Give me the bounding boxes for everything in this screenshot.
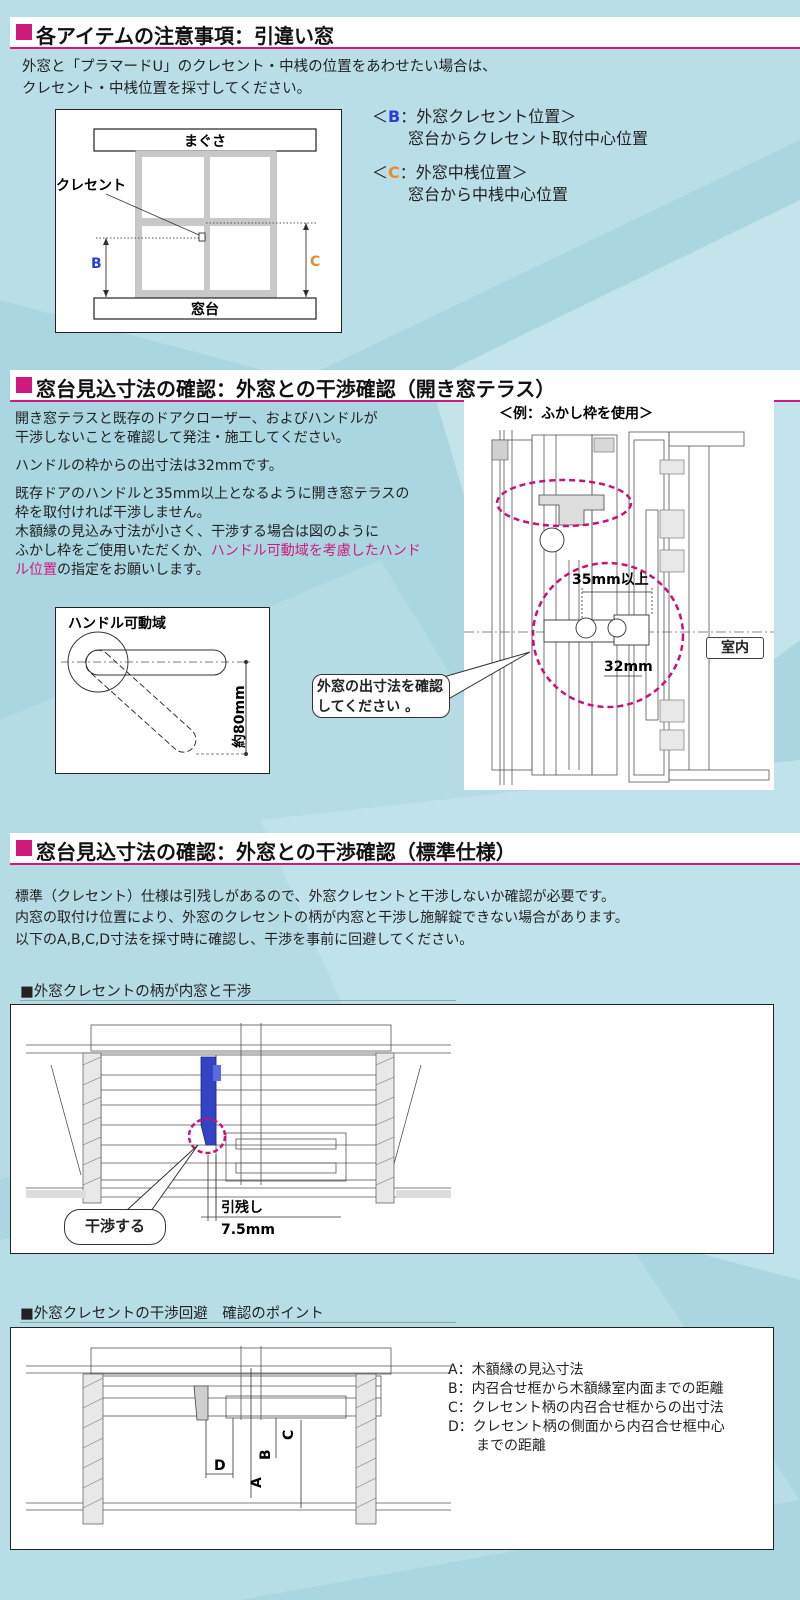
handle-position-highlight: ハンドル可動域を考慮したハンド xyxy=(210,543,421,559)
legend-b: B：内召合せ框から木額縁室内面までの距離 xyxy=(448,1381,724,1397)
s3-p-line2: 内窓の取付け位置により、外窓のクレセントの柄が内窓と干渉し施解錠できない場合があ… xyxy=(15,910,629,926)
s2-p1-line1: 開き窓テラスと既存のドアクローザー、およびハンドルが xyxy=(15,411,378,427)
madodai-label: 窓台 xyxy=(191,301,219,318)
dimension-legend: A：木額縁の見込寸法 B：内召合せ框から木額縁室内面までの距離 C：クレセント柄… xyxy=(448,1361,725,1456)
section2-title: 窓台見込寸法の確認：外窓との干渉確認（開き窓テラス） xyxy=(36,377,556,401)
interfere-callout: 干渉する xyxy=(64,1209,166,1245)
callout-check-protrusion: 外窓の出寸法を確認 してください 。 xyxy=(312,674,450,718)
section1-intro-line2: クレセント・中桟位置を採寸してください。 xyxy=(22,81,312,97)
section3-header: 窓台見込寸法の確認：外窓との干渉確認（標準仕様） xyxy=(10,833,800,865)
dim-c-label: C xyxy=(281,1430,297,1440)
legend-a: A：木額縁の見込寸法 xyxy=(448,1362,584,1378)
note-b-letter: B xyxy=(388,107,401,126)
room-interior-label: 室内 xyxy=(706,637,764,659)
section2-header: 窓台見込寸法の確認：外窓との干渉確認（開き窓テラス） xyxy=(10,370,800,402)
sub1-underline xyxy=(20,1000,456,1001)
section1-header: 各アイテムの注意事項：引違い窓 xyxy=(10,17,800,49)
hikinokoshi-label: 引残し xyxy=(221,1199,263,1216)
header-square-icon xyxy=(16,377,32,393)
note-c-letter: C xyxy=(388,163,400,182)
s2-p4-line2: ふかし枠をご使用いただくか、ハンドル可動域を考慮したハンド xyxy=(15,543,421,559)
fukashi-frame-drawing: ＜例：ふかし枠を使用＞ xyxy=(464,400,774,790)
check-points-drawing: D A B C xyxy=(10,1327,774,1550)
s2-p1-line2: 干渉しないことを確認して発注・施工してください。 xyxy=(15,430,350,446)
s2-p2: ハンドルの枠からの出寸法は32mmです。 xyxy=(15,458,283,474)
header-square-icon xyxy=(16,24,32,40)
hikinokoshi-dim-label: 7.5mm xyxy=(221,1222,275,1238)
sub1-title: ■外窓クレセントの柄が内窓と干渉 xyxy=(20,984,252,1000)
s2-p4-line1: 木額縁の見込み寸法が小さく、干渉する場合は図のように xyxy=(15,524,379,540)
dim-d-label: D xyxy=(214,1458,226,1474)
b-dimension-label: B xyxy=(91,256,102,272)
section1-title: 各アイテムの注意事項：引違い窓 xyxy=(36,24,334,48)
s2-p3-line1: 既存ドアのハンドルと35mm以上となるように開き窓テラスの xyxy=(15,486,410,502)
dim-32mm-label: 32mm xyxy=(604,659,653,675)
handle-80mm-label: 約80mm xyxy=(231,685,248,748)
dim-35mm-label: 35mm以上 xyxy=(572,572,649,588)
magusa-label: まぐさ xyxy=(184,134,226,150)
s2-p3-line2: 枠を取付ければ干渉しません。 xyxy=(15,505,211,521)
c-dimension-label: C xyxy=(310,254,320,270)
sub2-title: ■外窓クレセントの干渉回避 確認のポイント xyxy=(20,1306,324,1322)
section1-intro-line1: 外窓と「プラマードU」のクレセント・中桟の位置をあわせたい場合は、 xyxy=(22,59,497,75)
dim-b-label: B xyxy=(258,1449,274,1460)
note-c: ＜C：外窓中桟位置＞ xyxy=(372,163,528,182)
crescent-label: クレセント xyxy=(56,178,126,194)
s3-p-line3: 以下のA,B,C,D寸法を採寸時に確認し、干渉を事前に回避してください。 xyxy=(15,932,474,948)
window-position-diagram: まぐさ クレセント B C 窓台 xyxy=(55,109,342,333)
s2-p4-line3: ル位置の指定をお願いします。 xyxy=(15,562,210,578)
dim-a-label: A xyxy=(249,1477,265,1488)
example-title: ＜例：ふかし枠を使用＞ xyxy=(499,405,653,422)
note-b: ＜B：外窓クレセント位置＞ xyxy=(372,107,577,126)
handle-range-title: ハンドル可動域 xyxy=(68,615,166,632)
legend-d-cont: までの距離 xyxy=(448,1438,546,1454)
section3-title: 窓台見込寸法の確認：外窓との干渉確認（標準仕様） xyxy=(36,840,516,864)
header-square-icon xyxy=(16,840,32,856)
note-b-desc: 窓台からクレセント取付中心位置 xyxy=(408,129,649,148)
sub2-underline xyxy=(20,1322,456,1323)
legend-d: D：クレセント柄の側面から内召合せ框中心 xyxy=(448,1419,725,1435)
handle-range-diagram: ハンドル可動域 約80mm xyxy=(55,607,270,774)
note-c-desc: 窓台から中桟中心位置 xyxy=(408,185,569,204)
s3-p-line1: 標準（クレセント）仕様は引残しがあるので、外窓クレセントと干渉しないか確認が必要… xyxy=(15,889,616,905)
legend-c: C：クレセント柄の内召合せ框からの出寸法 xyxy=(448,1400,724,1416)
